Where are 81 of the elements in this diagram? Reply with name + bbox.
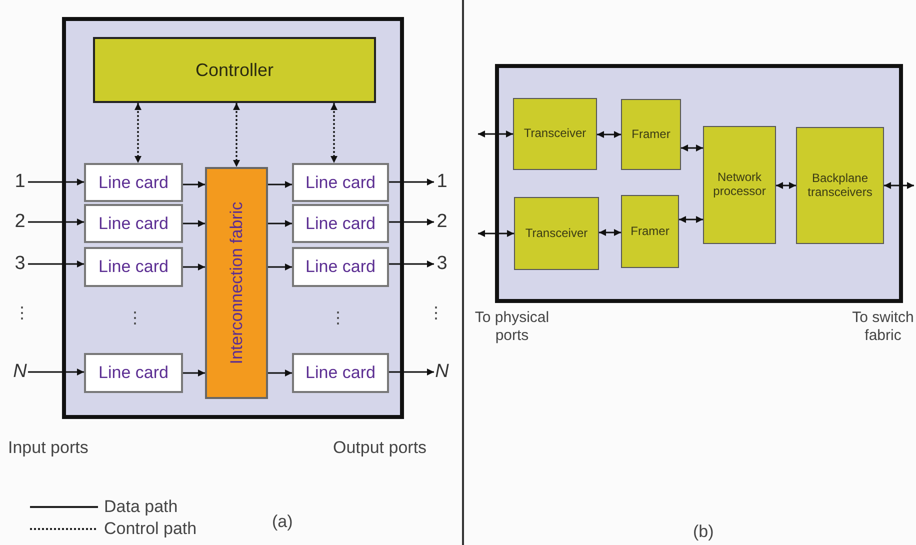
port-number: 2: [12, 211, 28, 233]
box-label: Line card: [98, 363, 170, 383]
module-box: [513, 98, 597, 170]
arrow: [28, 368, 84, 376]
legend-text: Data path: [104, 497, 178, 517]
arrow: [268, 181, 292, 188]
line-card-box: [292, 204, 389, 243]
port-number: 3: [434, 253, 450, 275]
arrow: [389, 218, 434, 226]
arrow: [183, 181, 205, 188]
port-number: N: [434, 361, 450, 383]
box-label: Line card: [304, 214, 376, 234]
arrow: [679, 216, 703, 223]
box-label: Line card: [98, 214, 170, 234]
arrow: [884, 182, 914, 189]
module-box: [703, 126, 776, 244]
line-card-box: [84, 247, 183, 287]
ellipsis-mark: ⋮: [428, 306, 442, 322]
module-box: [796, 127, 884, 244]
box-label: Network processor: [712, 171, 767, 199]
ellipsis-mark: ⋮: [330, 311, 344, 327]
box-label: Line card: [304, 257, 376, 277]
arrow: [268, 264, 292, 270]
module-box: [621, 99, 681, 170]
box-label: Line card: [304, 363, 376, 383]
arrow: [681, 144, 703, 152]
module-box: [621, 195, 679, 268]
note-text: Output ports: [333, 438, 428, 458]
module-box: [514, 197, 599, 270]
note-text: Input ports: [8, 438, 90, 458]
box-label: Line card: [304, 172, 376, 192]
arrow: [233, 103, 240, 167]
board-frame: [495, 64, 903, 303]
ellipsis-mark: ⋮: [14, 306, 28, 322]
port-number: 1: [434, 171, 450, 193]
fabric-box: [205, 167, 268, 399]
box-label: Backplane transceivers: [806, 172, 874, 200]
arrow: [599, 229, 621, 236]
board-frame: [62, 17, 404, 419]
arrow: [389, 260, 434, 268]
arrow: [330, 103, 338, 163]
arrow: [776, 182, 796, 189]
arrow: [389, 178, 434, 186]
box-label: Line card: [98, 172, 170, 192]
line-card-box: [292, 247, 389, 287]
box-label: Controller: [194, 60, 275, 80]
note-text: To physical ports: [474, 309, 550, 345]
arrow: [597, 131, 621, 138]
box-label: Line card: [98, 257, 170, 277]
port-number: 2: [434, 211, 450, 233]
arrow: [478, 230, 514, 237]
note-text: (a): [272, 512, 294, 532]
controller-box: [93, 37, 376, 103]
arrow: [28, 218, 84, 226]
port-number: 3: [12, 253, 28, 275]
arrow: [183, 220, 205, 227]
box-label: Framer: [630, 128, 672, 142]
arrow: [478, 130, 513, 138]
box-label: Transceiver: [524, 226, 589, 240]
line-card-box: [292, 353, 389, 393]
line-card-box: [292, 163, 389, 202]
arrow: [389, 368, 434, 376]
arrow: [28, 178, 84, 186]
box-label: Framer: [630, 224, 670, 238]
port-number: 1: [12, 171, 28, 193]
arrow: [183, 370, 205, 376]
arrow: [183, 264, 205, 270]
arrow: [268, 370, 292, 376]
ellipsis-mark: ⋮: [127, 311, 141, 327]
note-text: To switch fabric: [851, 309, 915, 345]
line-card-box: [84, 353, 183, 393]
arrow: [268, 220, 292, 227]
note-text: (b): [693, 522, 715, 542]
port-number: N: [12, 361, 28, 383]
legend-text: Control path: [104, 519, 197, 539]
arrow: [134, 103, 142, 163]
arrow: [28, 260, 84, 268]
line-card-box: [84, 163, 183, 202]
box-label: Interconnection fabric: [226, 200, 246, 366]
box-label: Transceiver: [522, 127, 588, 141]
line-card-box: [84, 204, 183, 243]
